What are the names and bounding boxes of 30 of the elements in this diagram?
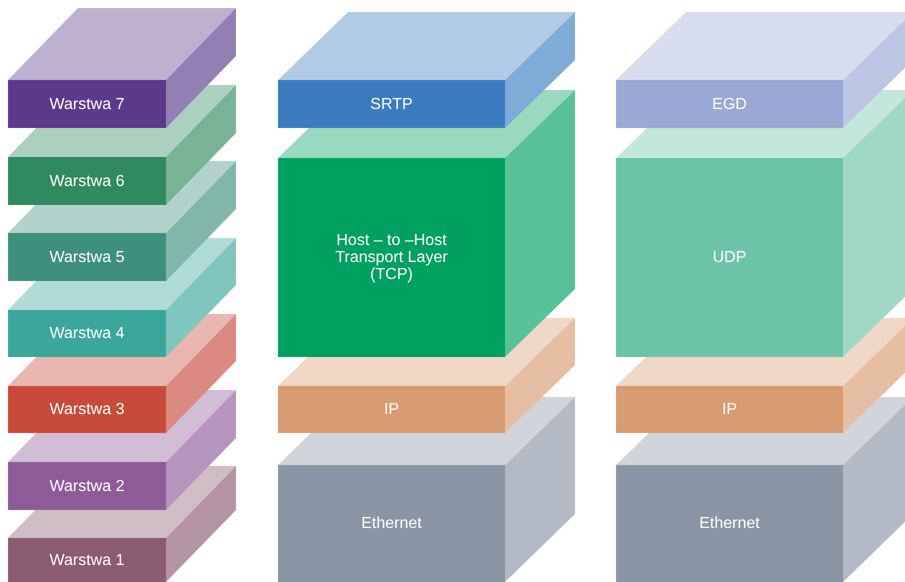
- protocol-layer-block: [278, 386, 505, 433]
- protocol-layer-block: [616, 465, 843, 582]
- layer-name: EGD: [712, 96, 747, 112]
- layer-name: Warstwa 4: [50, 325, 124, 342]
- protocol-layer-block: [8, 310, 166, 357]
- protocol-layer-block: [278, 80, 505, 128]
- protocol-layer-block: [8, 233, 166, 281]
- protocol-layer-block: [616, 158, 843, 357]
- protocol-layer-block: [8, 462, 166, 510]
- protocol-layer-block: [8, 80, 166, 128]
- protocol-layer-block: [278, 465, 505, 582]
- layer-name: Warstwa 5: [50, 248, 124, 266]
- protocol-layer-block: [616, 80, 843, 128]
- layer-name: Ethernet: [361, 515, 422, 532]
- layer-name: Warstwa 7: [50, 96, 124, 112]
- protocol-layer-block: [8, 157, 166, 205]
- protocol-layer-block: [8, 386, 166, 433]
- layer-name: Ethernet: [699, 515, 760, 532]
- layer-name: IP: [384, 401, 400, 418]
- protocol-layer-block: [8, 538, 166, 582]
- layer-name: Warstwa 6: [50, 172, 124, 190]
- protocol-layer-block: [278, 158, 505, 357]
- layer-name: Warstwa 1: [50, 552, 124, 568]
- layer-name: UDP: [712, 249, 746, 266]
- protocol-layer-block: [616, 386, 843, 433]
- layer-name: IP: [722, 401, 738, 418]
- layer-name: Warstwa 2: [50, 478, 124, 494]
- layer-name: Warstwa 3: [50, 401, 124, 418]
- layer-name: Host – to –Host Transport Layer (TCP): [334, 232, 449, 283]
- layer-name: SRTP: [370, 96, 413, 112]
